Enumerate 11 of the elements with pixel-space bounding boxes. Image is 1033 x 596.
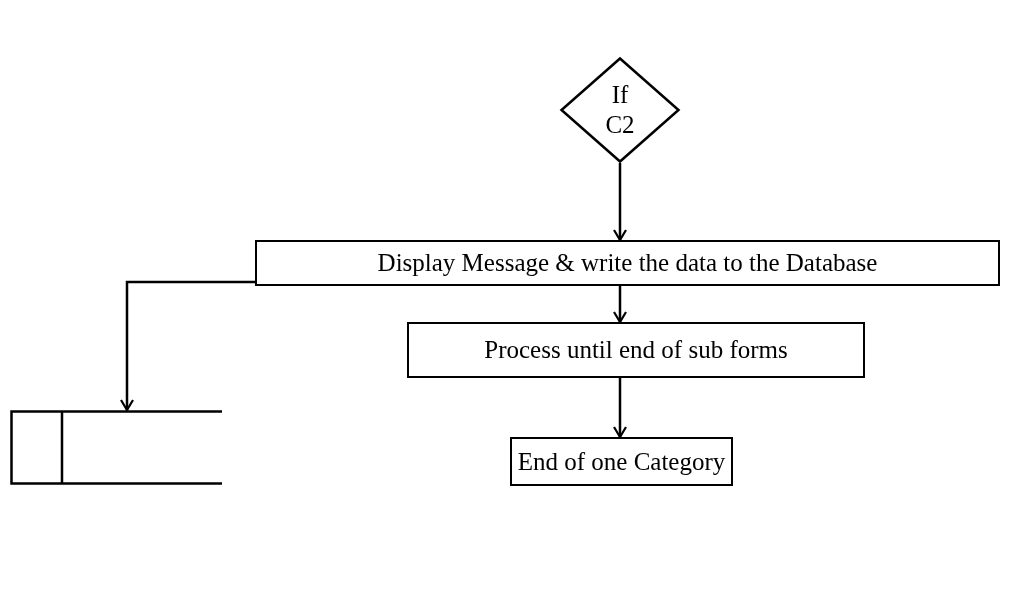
process-box bbox=[255, 240, 1000, 286]
process-box bbox=[407, 322, 865, 378]
process-box bbox=[510, 437, 733, 486]
arrow bbox=[612, 286, 628, 324]
arrow bbox=[612, 163, 628, 242]
node-label: Display Message & write the data to the Database bbox=[377, 248, 878, 278]
node-label: Process until end of sub forms bbox=[484, 335, 788, 365]
node-label: End of one Category bbox=[517, 446, 726, 477]
arrow bbox=[612, 378, 628, 439]
arrow bbox=[119, 280, 255, 412]
node-label: If C2 bbox=[604, 80, 636, 140]
